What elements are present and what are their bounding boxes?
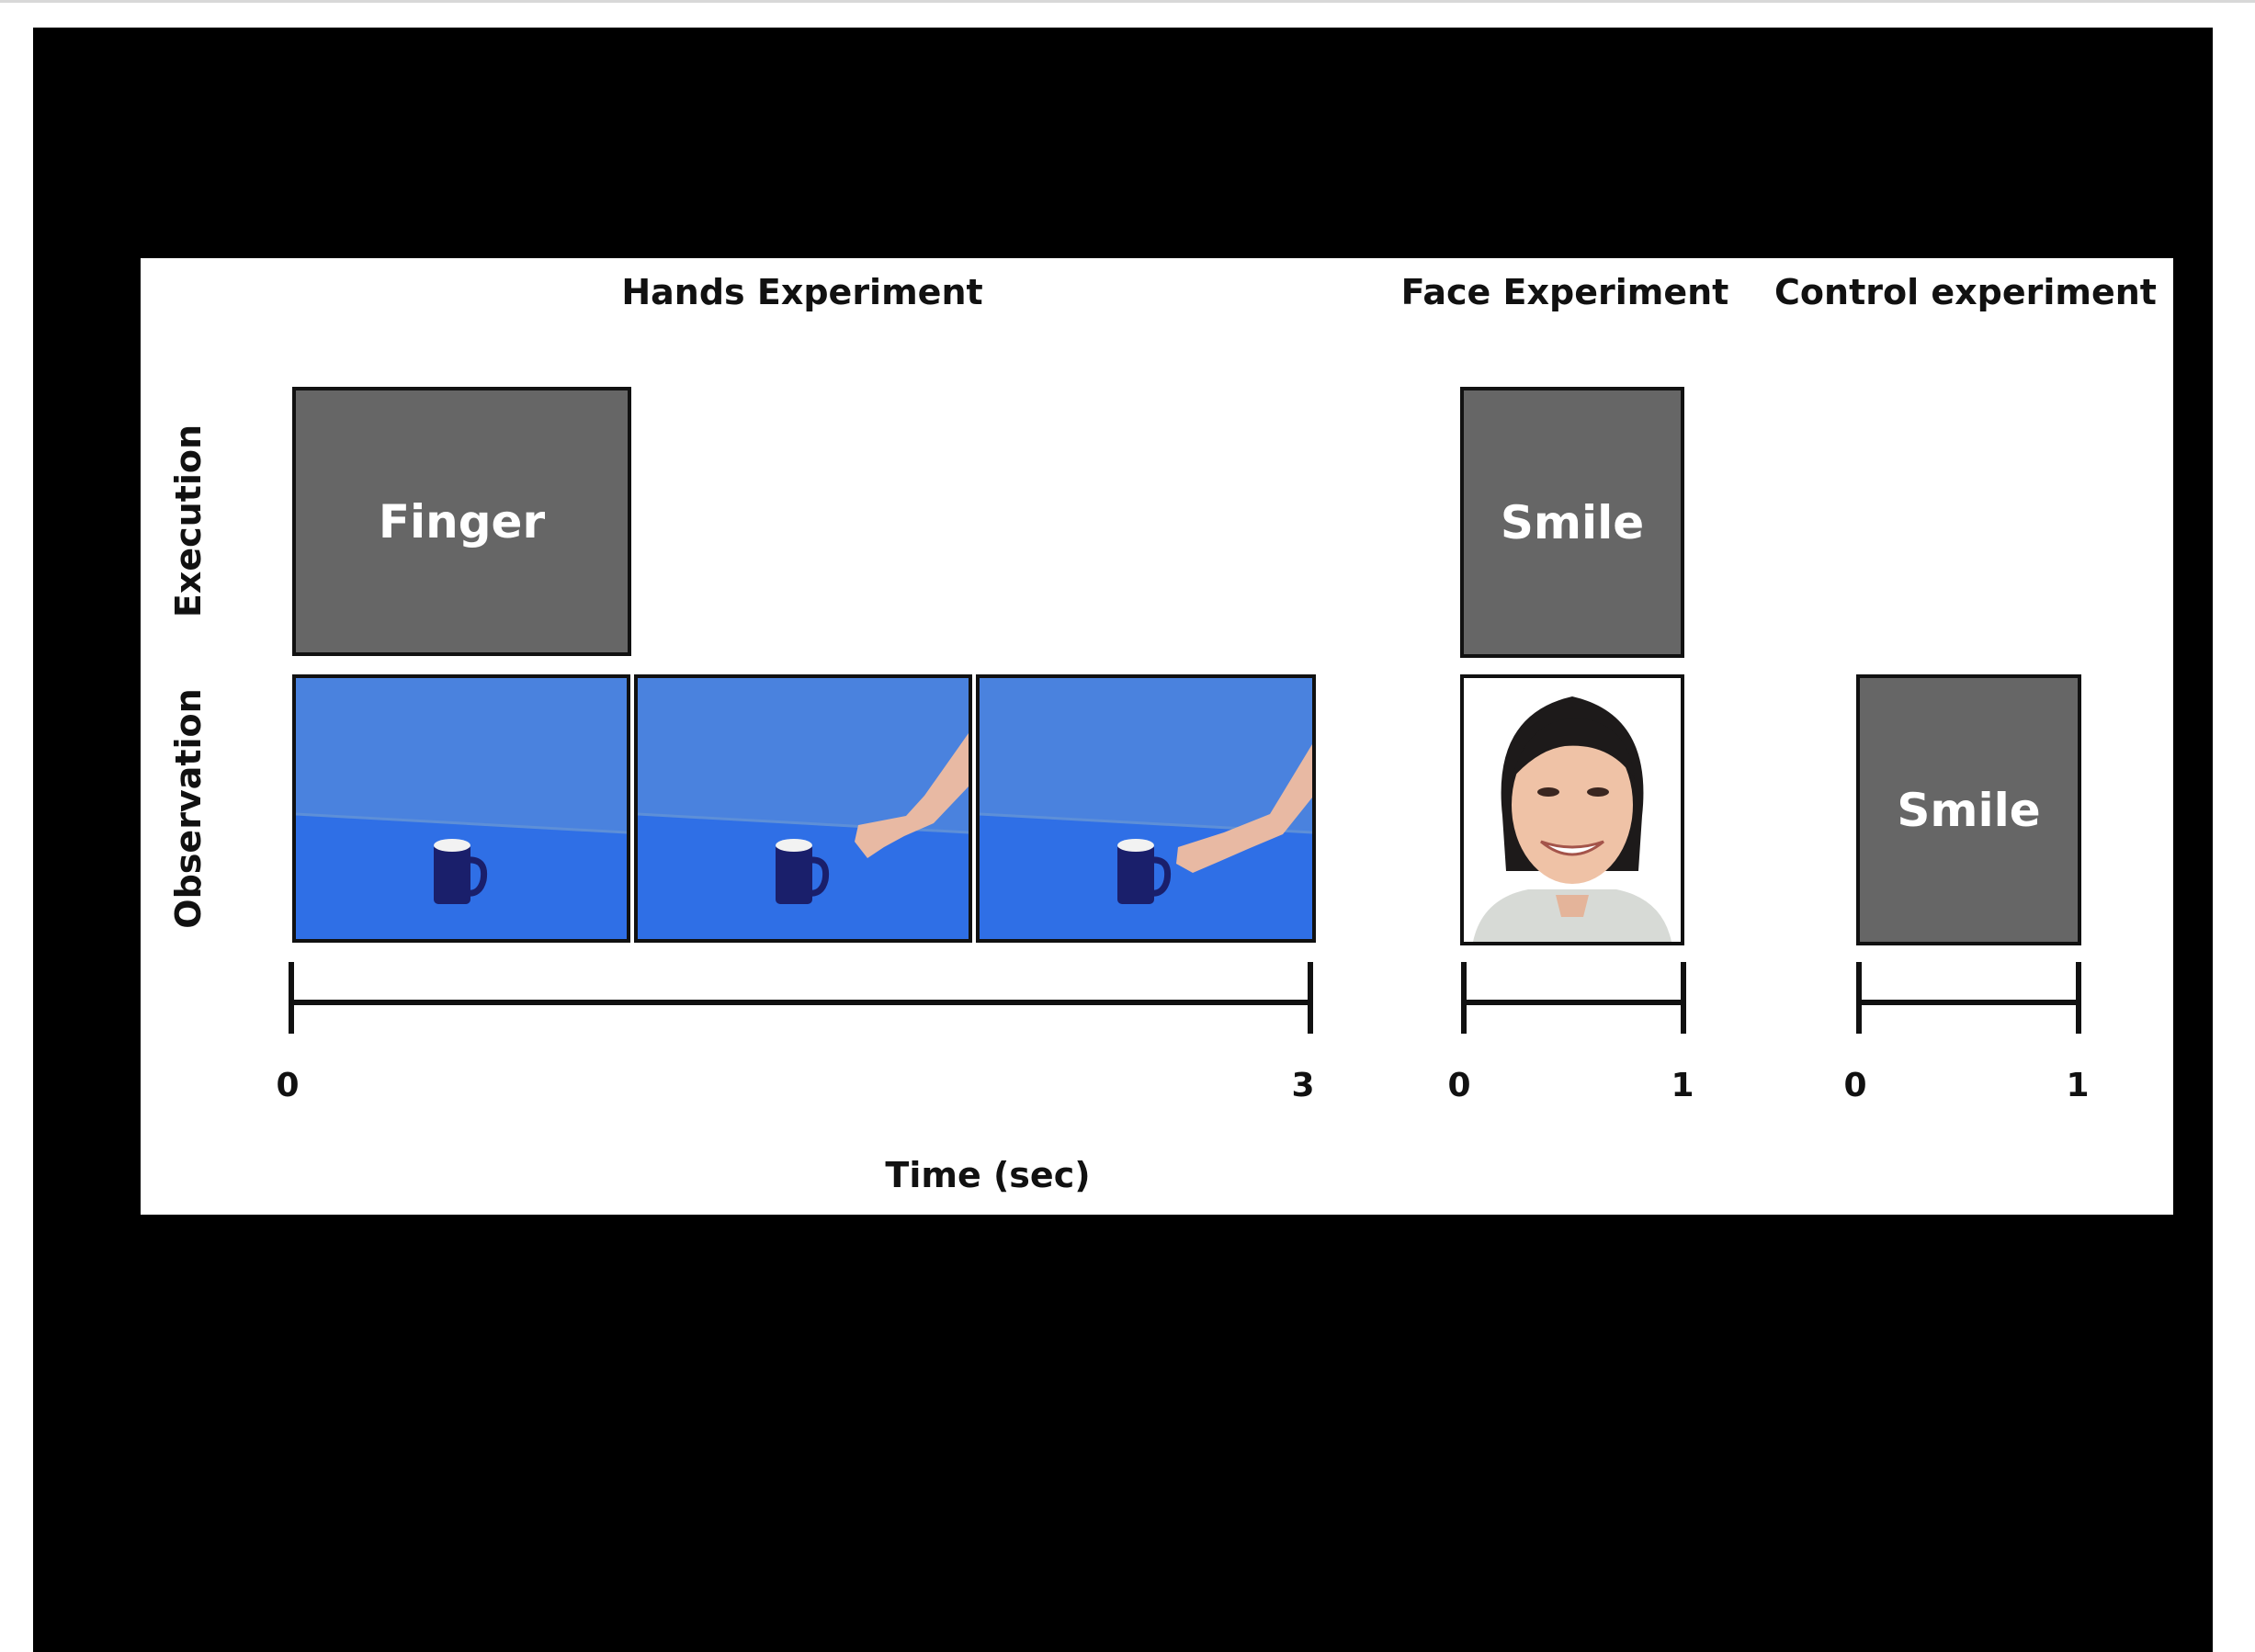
smile-control-label: Smile <box>1897 783 2041 837</box>
figure-panel: Hands Experiment Face Experiment Control… <box>141 258 2173 1215</box>
observation-row-label: Observation <box>168 688 209 929</box>
hands-end-tick-label: 3 <box>1291 1067 1315 1104</box>
control-timeline-bar <box>1856 962 2081 1034</box>
mug-icon <box>434 839 488 904</box>
slide-background: Hands Experiment Face Experiment Control… <box>33 28 2213 1652</box>
hands-experiment-heading: Hands Experiment <box>621 272 983 312</box>
control-start-tick-label: 0 <box>1843 1067 1867 1104</box>
smiling-face-image <box>1460 674 1684 945</box>
face-timeline-bar <box>1461 962 1686 1034</box>
smile-execution-label: Smile <box>1500 495 1645 549</box>
hands-start-tick-label: 0 <box>276 1067 300 1104</box>
face-start-tick-label: 0 <box>1447 1067 1471 1104</box>
control-end-tick-label: 1 <box>2066 1067 2090 1104</box>
mug-icon <box>1117 839 1172 904</box>
face-end-tick-label: 1 <box>1671 1067 1694 1104</box>
control-experiment-heading: Control experiment <box>1774 272 2157 312</box>
hand-frame-3-image <box>976 674 1316 943</box>
execution-row-label: Execution <box>168 424 209 618</box>
hands-timeline-bar <box>289 962 1313 1034</box>
timeline-scales <box>289 962 2081 1034</box>
time-axis-label: Time (sec) <box>885 1155 1091 1195</box>
smile-execution-box: Smile <box>1460 387 1684 658</box>
top-border-line <box>0 0 2255 3</box>
grasping-hand-icon <box>1176 744 1312 873</box>
mug-icon <box>776 839 830 904</box>
face-experiment-heading: Face Experiment <box>1400 272 1729 312</box>
hand-frame-2-image <box>634 674 972 943</box>
reaching-hand-icon <box>855 733 969 858</box>
finger-label: Finger <box>378 494 546 549</box>
finger-execution-box: Finger <box>292 387 631 656</box>
smile-control-box: Smile <box>1856 674 2081 945</box>
hand-frame-1-image <box>292 674 630 943</box>
